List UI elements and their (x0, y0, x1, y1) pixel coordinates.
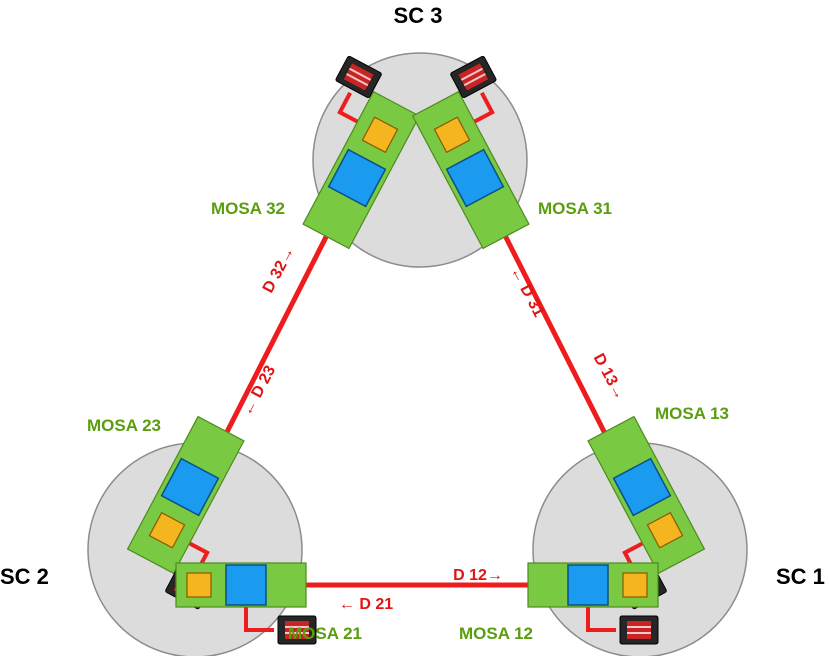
link-d31-label: ← D 31 (507, 264, 548, 320)
sc-1-label: SC 1 (776, 564, 825, 589)
optical-bench-icon (148, 511, 186, 549)
laser-icon (619, 615, 659, 645)
laser-icon (277, 615, 317, 645)
optical-bench-icon (361, 116, 399, 154)
optical-bench-icon (646, 511, 684, 549)
mosa-21-label: MOSA 21 (288, 624, 362, 643)
link-d23-label: ← D 23 (239, 363, 280, 419)
optical-bench-icon (622, 572, 648, 598)
telescope-icon (160, 457, 220, 517)
link-d13-label: D 13→ (590, 351, 628, 403)
mosa-12 (527, 562, 659, 645)
telescope-icon (225, 564, 267, 606)
link-d21-label: ← D 21 (339, 596, 393, 613)
link-d32-label: D 32→ (260, 244, 298, 296)
mosa-21 (175, 562, 317, 645)
optical-bench-icon (433, 116, 471, 154)
link-d12-label: D 12→ (453, 567, 503, 584)
mosa-23-label: MOSA 23 (87, 416, 161, 435)
mosa-13-label: MOSA 13 (655, 404, 729, 423)
mosa-12-label: MOSA 12 (459, 624, 533, 643)
telescope-icon (567, 564, 609, 606)
laser-icon (335, 55, 382, 99)
mosa-31-label: MOSA 31 (538, 199, 612, 218)
laser-icon (450, 55, 497, 99)
sc-3-label: SC 3 (394, 3, 443, 28)
telescope-icon (612, 457, 672, 517)
telescope-icon (445, 148, 505, 208)
mosa-31 (411, 55, 530, 250)
mosa-32-label: MOSA 32 (211, 199, 285, 218)
telescope-icon (327, 148, 387, 208)
optical-bench-icon (186, 572, 212, 598)
sc-2-label: SC 2 (0, 564, 49, 589)
mosa-32 (302, 55, 421, 250)
